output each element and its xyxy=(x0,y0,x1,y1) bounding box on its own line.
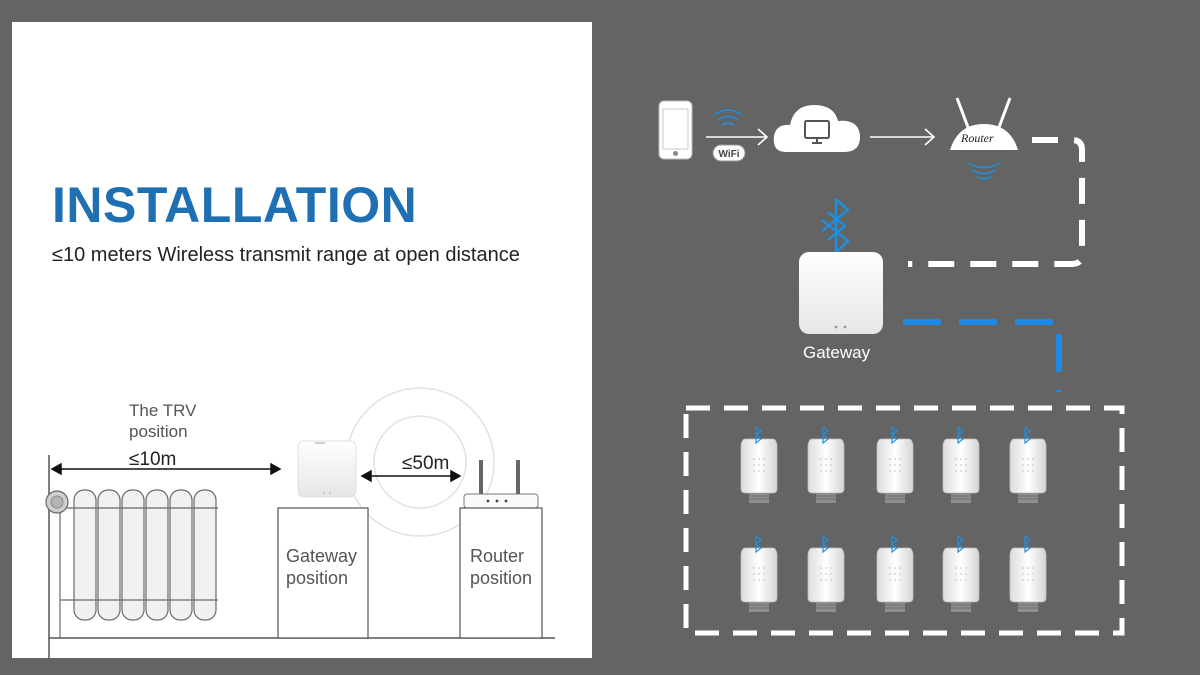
smartphone-icon xyxy=(658,100,693,160)
trv-device-2 xyxy=(807,426,845,504)
router-stand xyxy=(459,507,543,639)
router-wifi-waves-icon xyxy=(967,162,1001,180)
cloud-icon xyxy=(773,105,861,152)
trv-distance-label: ≤10m xyxy=(129,449,177,470)
gateway-position-label: Gateway position xyxy=(286,546,358,588)
arrow-phone-to-cloud xyxy=(706,128,769,146)
signal-ring-inner xyxy=(373,415,467,509)
wifi-badge-text: WiFi xyxy=(718,149,739,160)
gateway-device xyxy=(799,252,883,334)
gateway-trv-link xyxy=(903,319,1062,392)
trv-device-9 xyxy=(942,535,980,613)
trv-device-5 xyxy=(1009,426,1047,504)
trv-valve-drawing xyxy=(45,490,69,514)
page-title: INSTALLATION xyxy=(52,177,418,233)
trv-device-10 xyxy=(1009,535,1047,613)
router-icon xyxy=(950,97,1018,150)
gateway-stand xyxy=(277,507,369,639)
gateway-label: Gateway xyxy=(803,343,871,362)
page-subtitle: ≤10 meters Wireless transmit range at op… xyxy=(52,244,520,266)
router-distance-label: ≤50m xyxy=(402,453,450,474)
gateway-device-small xyxy=(297,440,357,498)
router-gateway-link xyxy=(908,137,1085,267)
trv-device-8 xyxy=(876,535,914,613)
bluetooth-icon xyxy=(821,198,850,254)
trv-device-7 xyxy=(807,535,845,613)
arrow-cloud-to-router xyxy=(870,128,936,146)
trv-position-label: The TRV position xyxy=(129,401,197,441)
trv-device-4 xyxy=(942,426,980,504)
trv-device-6 xyxy=(740,535,778,613)
router-logo-text: Router xyxy=(961,131,994,145)
wifi-waves-icon xyxy=(713,109,743,126)
router-position-label: Router position xyxy=(470,546,533,588)
router-distance-arrow xyxy=(360,469,462,483)
router-device-small xyxy=(463,460,539,509)
trv-device-1 xyxy=(740,426,778,504)
trv-group-box xyxy=(683,405,1125,636)
trv-device-3 xyxy=(876,426,914,504)
radiator-drawing xyxy=(59,489,218,638)
trv-distance-arrow xyxy=(50,462,282,476)
wifi-badge xyxy=(712,144,746,162)
